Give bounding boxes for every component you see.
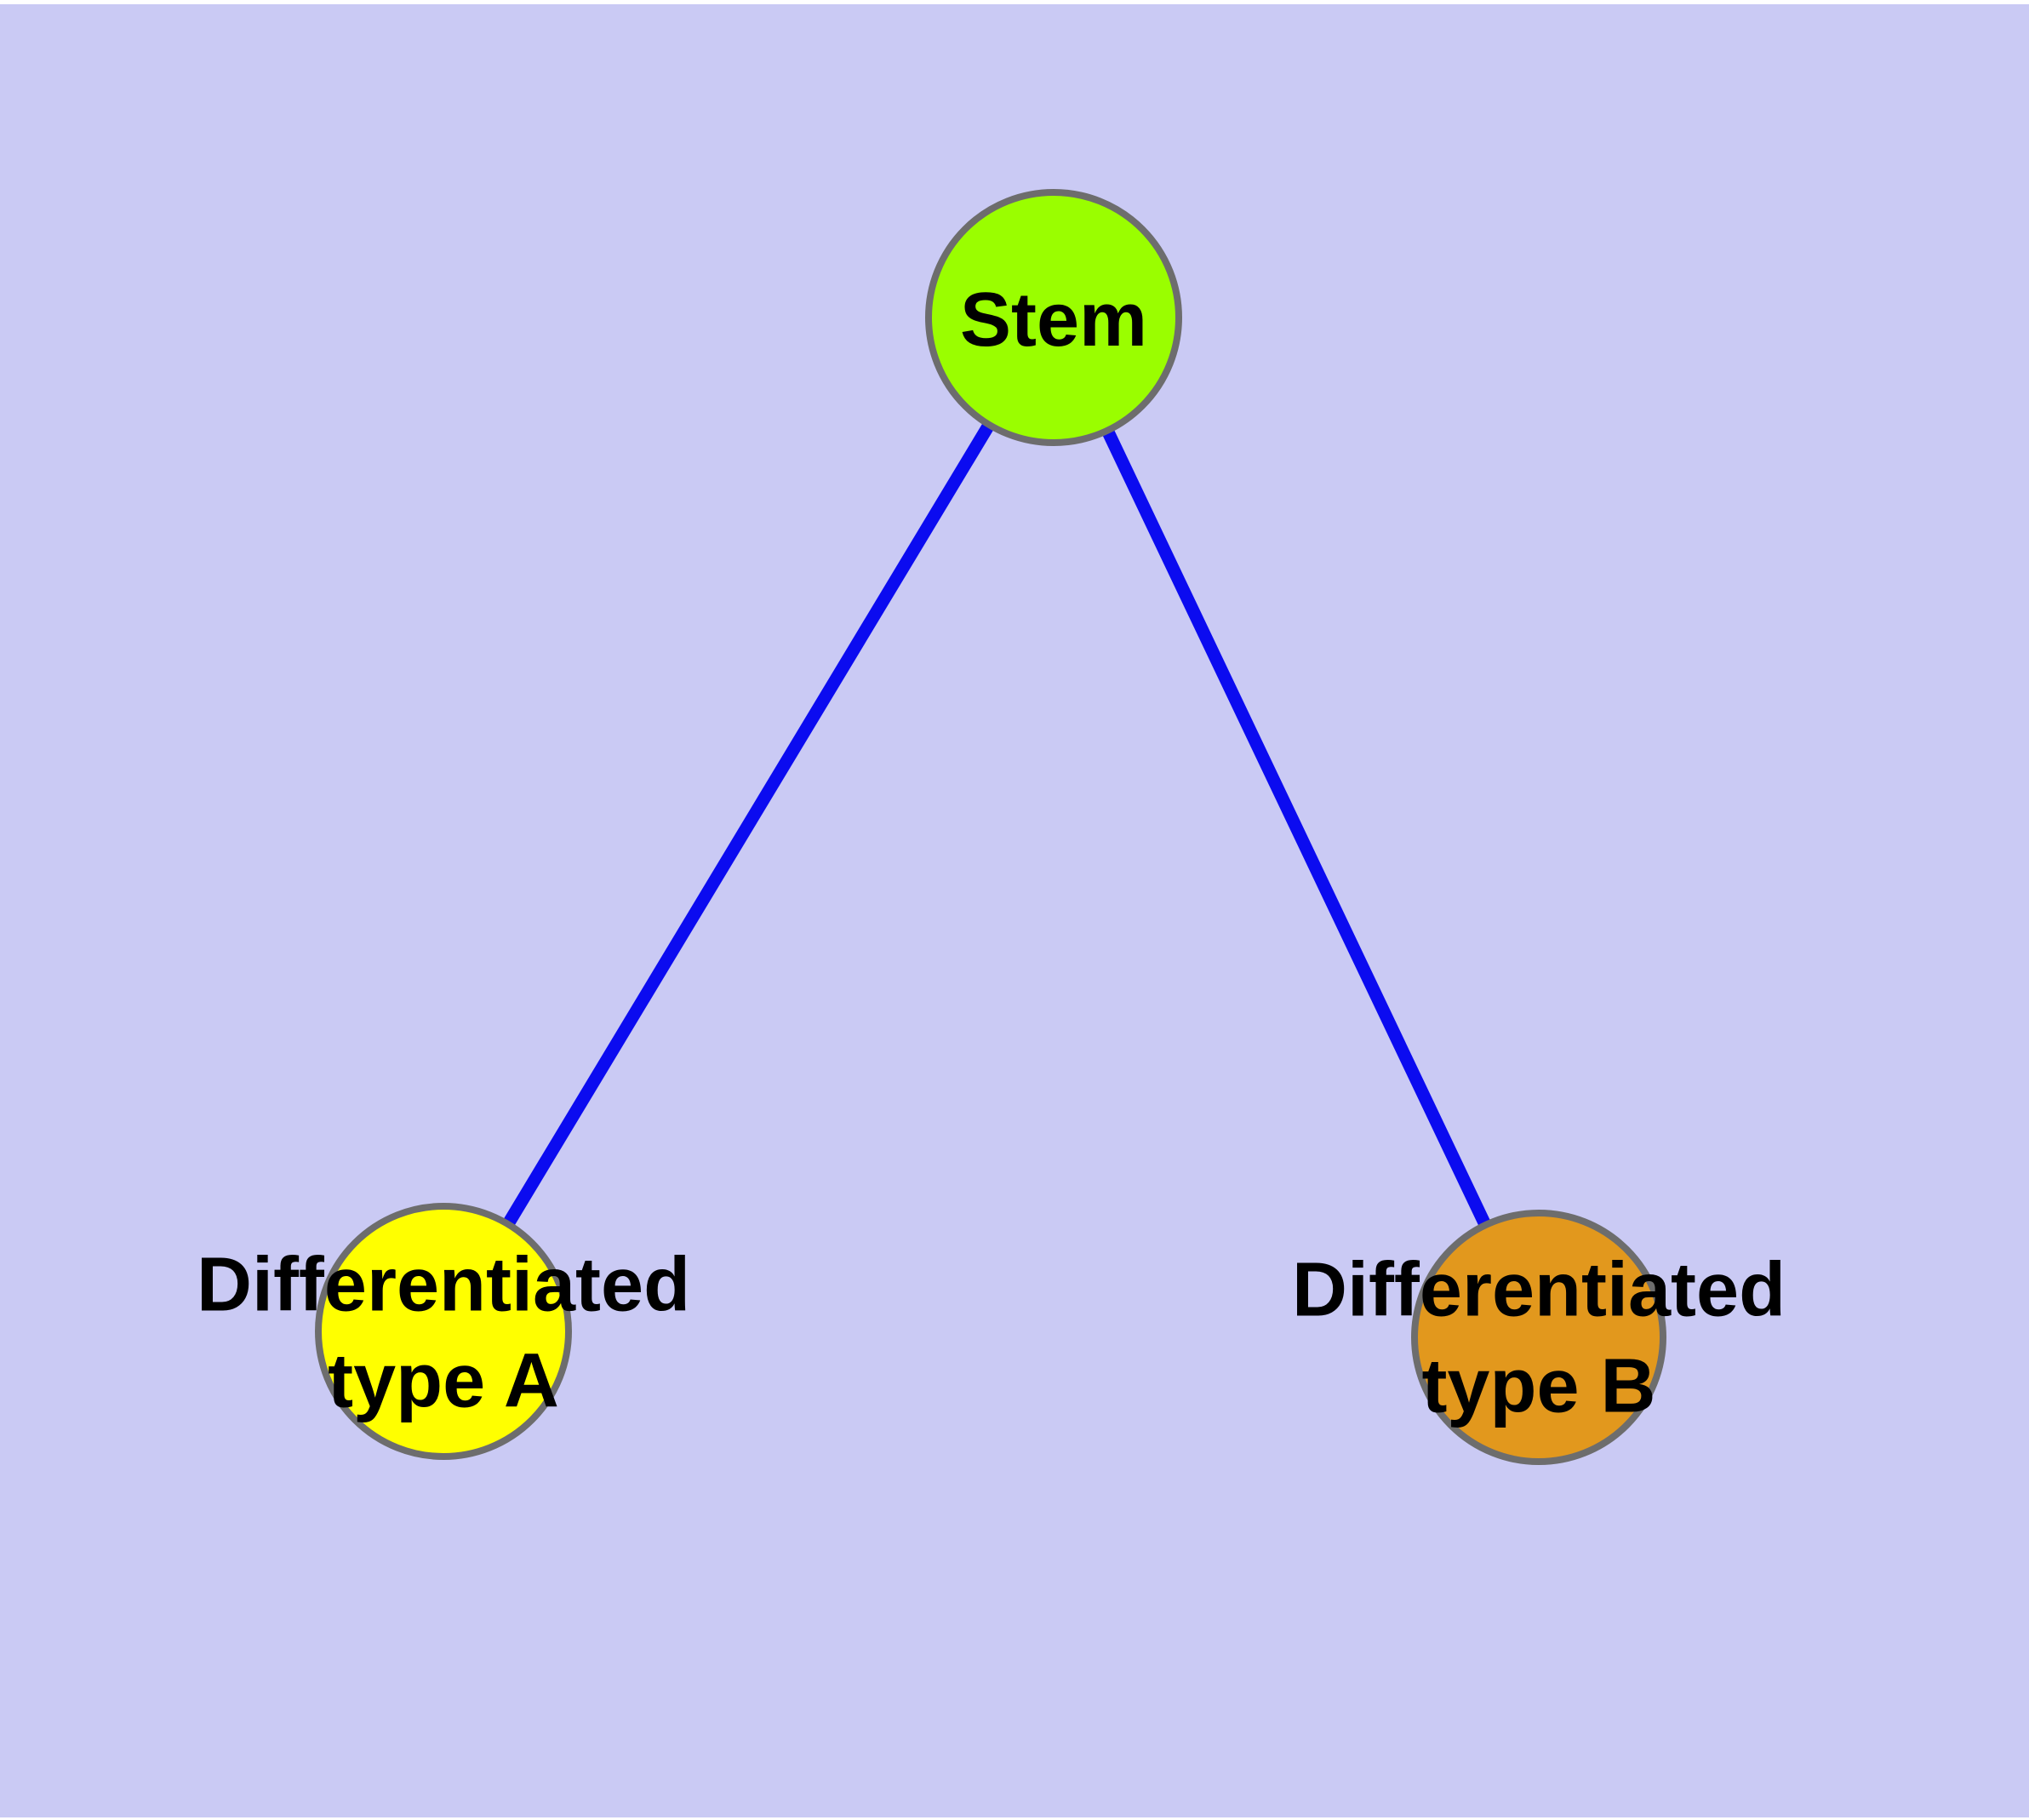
node-stem-circle <box>925 189 1182 446</box>
edge-stem-to-type-b <box>1048 314 1545 1341</box>
node-type-a-circle <box>315 1203 572 1460</box>
edge-stem-to-type-a <box>437 314 1060 1335</box>
node-type-b-circle <box>1411 1210 1666 1465</box>
